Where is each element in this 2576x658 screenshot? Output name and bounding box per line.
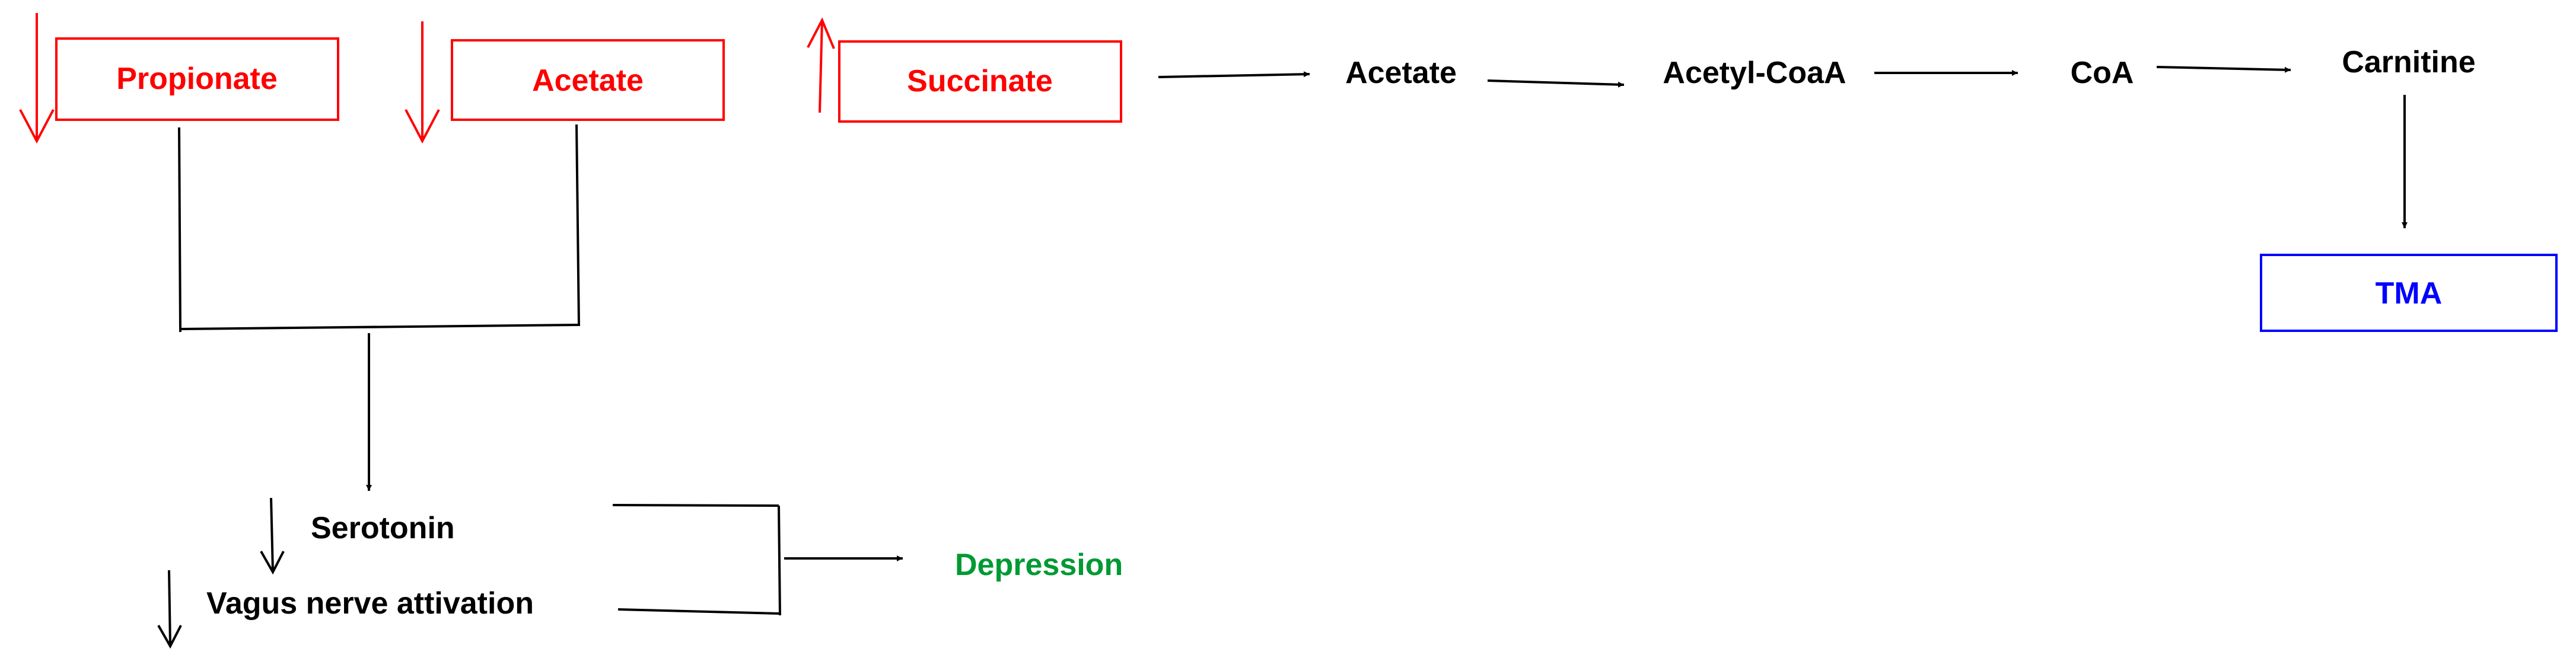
pathway-acetate-label: Acetate xyxy=(1345,56,1457,90)
tma-label: TMA xyxy=(2376,276,2443,311)
serotonin-decrease-arrow xyxy=(260,497,285,575)
depression-label: Depression xyxy=(955,548,1123,582)
merge-bracket xyxy=(178,124,581,333)
acetate-box-label: Acetate xyxy=(532,63,644,98)
carnitine-label: Carnitine xyxy=(2342,45,2475,79)
coa-label: CoA xyxy=(2071,56,2134,90)
propionate-box: Propionate xyxy=(55,37,339,121)
propionate-decrease-arrow xyxy=(19,13,55,144)
serotonin-label: Serotonin xyxy=(311,511,455,545)
succinate-box: Succinate xyxy=(838,40,1122,123)
acetyl-coa-label: Acetyl-CoaA xyxy=(1663,56,1846,90)
acetate-box: Acetate xyxy=(451,39,725,121)
acetate-to-acetyl-coa-arrow xyxy=(1487,79,1625,88)
succinate-label: Succinate xyxy=(907,64,1053,98)
acetate-decrease-arrow xyxy=(405,21,440,144)
tma-box: TMA xyxy=(2260,254,2558,332)
coa-to-carnitine-arrow xyxy=(2156,66,2291,73)
effects-bracket xyxy=(612,504,781,616)
propionate-label: Propionate xyxy=(116,62,278,96)
vagus-decrease-arrow xyxy=(157,570,182,649)
succinate-to-acetate-arrow xyxy=(1158,71,1310,78)
succinate-increase-arrow xyxy=(807,17,835,113)
vagus-label: Vagus nerve attivation xyxy=(206,586,534,621)
